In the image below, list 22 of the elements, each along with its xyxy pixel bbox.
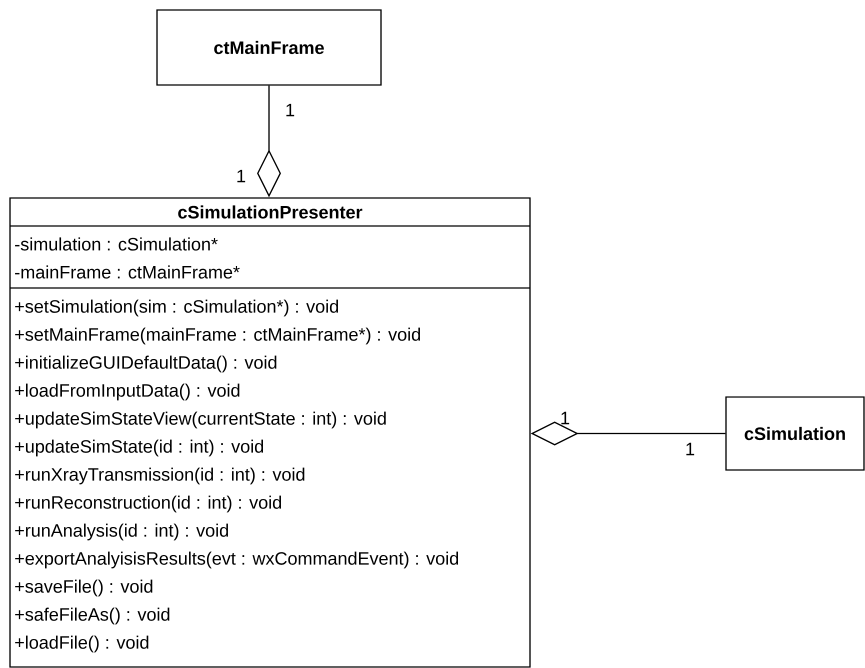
method-text: +setMainFrame(mainFrame : ctMainFrame*) : void bbox=[15, 328, 420, 344]
method-text: +loadFile() : void bbox=[15, 636, 148, 652]
multiplicity-label: 1 bbox=[561, 412, 570, 424]
method-text: +updateSimState(id : int) : void bbox=[15, 440, 264, 456]
attribute-text: -simulation : cSimulation* bbox=[15, 237, 218, 251]
class-name: cSimulationPresenter bbox=[178, 205, 362, 219]
method-text: +runReconstruction(id : int) : void bbox=[15, 496, 282, 512]
method-text: +saveFile() : void bbox=[15, 580, 152, 596]
method-text: +updateSimStateView(currentState : int) : void bbox=[15, 412, 386, 428]
class-box: ctMainFrame bbox=[156, 9, 382, 86]
attribute-text: -mainFrame : ctMainFrame* bbox=[15, 265, 240, 279]
multiplicity-label: 1 bbox=[686, 442, 694, 456]
multiplicity-label: 1 bbox=[286, 104, 294, 116]
method-text: +initializeGUIDefaultData() : void bbox=[15, 356, 276, 372]
method-text: +safeFileAs() : void bbox=[15, 608, 170, 624]
method-text: +runAnalysis(id : int) : void bbox=[15, 524, 228, 540]
method-text: +exportAnalyisisResults(evt : wxCommandEvent) : void bbox=[15, 552, 458, 568]
class-box: cSimulation bbox=[725, 396, 865, 471]
method-text: +setSimulation(sim : cSimulation*) : void bbox=[15, 300, 338, 316]
class-box bbox=[9, 197, 531, 668]
method-text: +loadFromInputData() : void bbox=[15, 384, 240, 400]
method-text: +runXrayTransmission(id : int) : void bbox=[15, 468, 304, 484]
